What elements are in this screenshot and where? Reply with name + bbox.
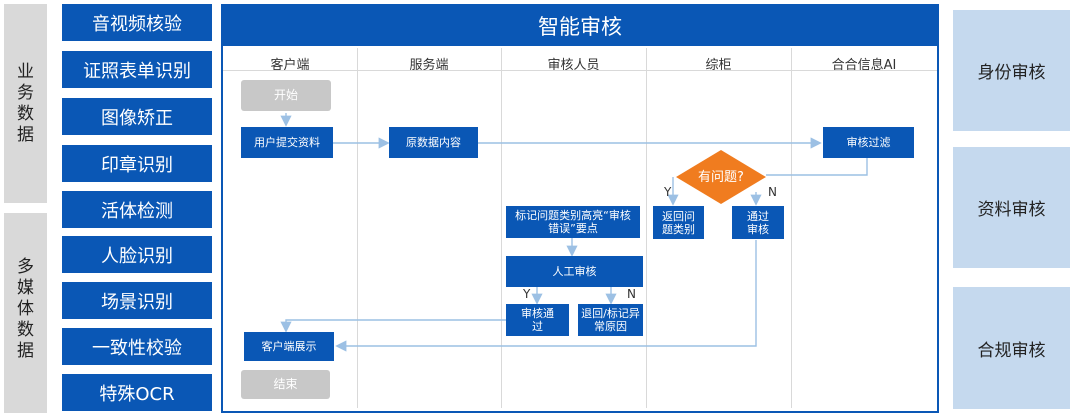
manual-review-node: 人工审核 [506, 256, 643, 287]
left-item-liveness-detection[interactable]: 活体检测 [62, 191, 212, 228]
manual-yes-label: Y [523, 287, 531, 301]
raw-data-node: 原数据内容 [389, 127, 478, 158]
return-mark-abnormal-node: 退回/标记异常原因 [578, 304, 643, 336]
compliance-review-box[interactable]: 合规审核 [953, 287, 1070, 409]
pass-review-node: 通过审核 [732, 206, 784, 239]
lane-header-client: 客户端 [270, 58, 310, 73]
lane-divider [357, 48, 358, 408]
problem-decision-label: 有问题? [698, 169, 744, 185]
lane-header-server: 服务端 [409, 58, 449, 73]
business-data-label: 业务数据 [17, 62, 34, 145]
submit-materials-node: 用户提交资料 [241, 127, 333, 158]
lane-header-reviewer: 审核人员 [547, 58, 600, 73]
left-item-seal-recognition[interactable]: 印章识别 [62, 145, 212, 182]
business-data-sidebar: 业务数据 [4, 4, 47, 203]
lane-header-divider [223, 70, 937, 71]
left-item-face-recognition[interactable]: 人脸识别 [62, 236, 212, 273]
identity-review-box[interactable]: 身份审核 [953, 10, 1070, 131]
multimedia-data-label: 多媒体数据 [17, 257, 34, 361]
review-approved-node: 审核通过 [506, 304, 569, 336]
document-review-box[interactable]: 资料审核 [953, 147, 1070, 268]
lane-divider [646, 48, 647, 408]
problem-decision-diamond [676, 150, 766, 204]
panel-title: 智能审核 [223, 6, 937, 46]
client-display-node: 客户端展示 [244, 332, 334, 361]
multimedia-data-sidebar: 多媒体数据 [4, 213, 47, 413]
end-node: 结束 [241, 370, 330, 399]
left-item-scene-recognition[interactable]: 场景识别 [62, 282, 212, 319]
start-node: 开始 [241, 80, 331, 111]
decision-yes-label: Y [664, 185, 672, 199]
left-item-video-verification[interactable]: 音视频核验 [62, 4, 212, 41]
mark-problem-node: 标记问题类别高亮“审核错误”要点 [506, 206, 640, 238]
review-filter-node: 审核过滤 [823, 127, 914, 158]
lane-header-intsig-ai: 合合信息AI [831, 58, 897, 73]
manual-no-label: N [627, 287, 636, 301]
left-item-special-ocr[interactable]: 特殊OCR [62, 374, 212, 411]
decision-no-label: N [768, 185, 777, 199]
lane-header-counter: 综柜 [705, 58, 732, 73]
lane-divider [501, 48, 502, 408]
lane-divider [791, 48, 792, 408]
left-item-image-correction[interactable]: 图像矫正 [62, 98, 212, 135]
left-item-license-form-recognition[interactable]: 证照表单识别 [62, 51, 212, 88]
return-problem-type-node: 返回问题类别 [653, 206, 704, 239]
left-item-consistency-check[interactable]: 一致性校验 [62, 328, 212, 365]
